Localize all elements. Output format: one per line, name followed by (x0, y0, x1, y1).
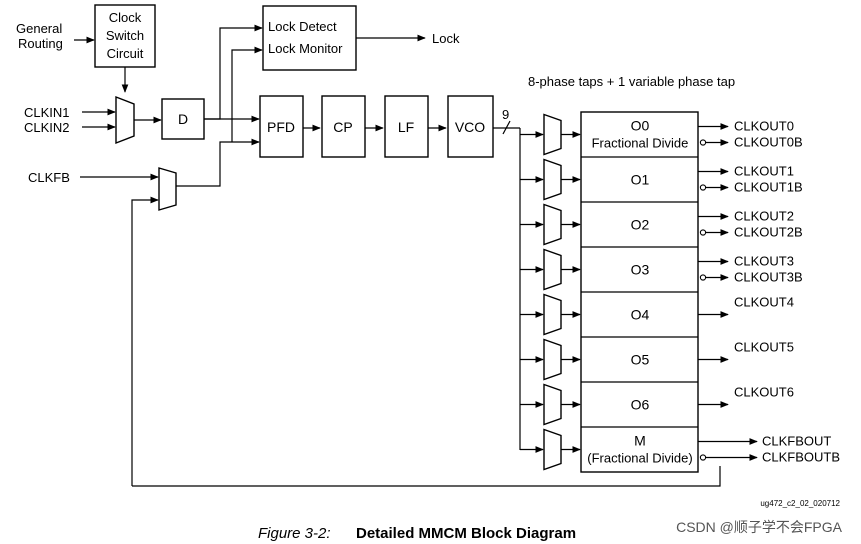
vco-block (447, 95, 494, 158)
inversion-bubble (699, 184, 707, 191)
figure-id: ug472_c2_02_020712 (760, 499, 840, 508)
inverted-clock-output-label: CLKOUT3B (734, 270, 803, 285)
lf-label: LF (398, 119, 414, 135)
phase-select-mux (543, 158, 562, 201)
watermark: CSDN @顺子学不会FPGA (676, 519, 843, 535)
feedback-to-lock-monitor-wire (231, 46, 263, 142)
clock-output-label: CLKOUT5 (734, 340, 794, 355)
divider-name: O2 (631, 217, 650, 233)
clock-output-label: CLKOUT3 (734, 254, 794, 269)
bus-slash (502, 120, 511, 135)
inversion-bubble (699, 229, 707, 236)
divider-name: O1 (631, 172, 650, 188)
divider-name: O6 (631, 397, 650, 413)
clock-switch-label-line2: Switch (106, 28, 144, 43)
cp-label: CP (333, 119, 352, 135)
inverted-clock-output-label: CLKFBOUTB (762, 450, 840, 465)
figure-number: Figure 3-2: (258, 525, 331, 542)
vco-label: VCO (455, 119, 485, 135)
clock-output-label: CLKOUT4 (734, 295, 794, 310)
divider-name: M (634, 433, 646, 449)
lf-block (384, 95, 429, 158)
clkfb-label: CLKFB (28, 170, 70, 185)
phase-select-mux (543, 248, 562, 291)
general-routing-label-line2: Routing (18, 36, 63, 51)
phase-select-mux (543, 293, 562, 336)
clkin1-label: CLKIN1 (24, 105, 70, 120)
general-routing-label-line1: General (16, 21, 62, 36)
inversion-bubble (699, 274, 707, 281)
inversion-bubble (699, 139, 707, 146)
divider-name: O3 (631, 262, 650, 278)
cp-block (321, 95, 366, 158)
clock-output-label: CLKFBOUT (762, 434, 831, 449)
feedback-into-mux-wire (131, 196, 159, 486)
clock-output-label: CLKOUT2 (734, 209, 794, 224)
phase-select-mux (543, 428, 562, 471)
inverted-clock-output-label: CLKOUT1B (734, 180, 803, 195)
d-divider-label: D (178, 111, 188, 127)
bus-width-label: 9 (502, 107, 509, 122)
clock-switch-label-line3: Circuit (107, 46, 144, 61)
inversion-bubble (699, 454, 707, 461)
figure-title: Detailed MMCM Block Diagram (356, 525, 576, 542)
tap-annotation: 8-phase taps + 1 variable phase tap (528, 74, 735, 89)
phase-select-mux (543, 383, 562, 426)
inverted-clock-output-label: CLKOUT2B (734, 225, 803, 240)
divider-name: O4 (631, 307, 650, 323)
divider-subtitle: Fractional Divide (592, 136, 689, 151)
d-to-lock-detect-wire (204, 24, 263, 120)
divider-subtitle: (Fractional Divide) (587, 451, 692, 466)
clock-output-label: CLKOUT1 (734, 164, 794, 179)
clkin2-label: CLKIN2 (24, 120, 70, 135)
feedback-to-pfd-wire (176, 138, 260, 187)
feedback-loop-wire (132, 466, 721, 487)
lock-output-label: Lock (432, 31, 460, 46)
phase-select-mux (543, 203, 562, 246)
lock-detect-label: Lock Detect (268, 19, 337, 34)
clock-switch-label-line1: Clock (109, 10, 142, 25)
feedback-mux (158, 167, 177, 211)
pfd-block (259, 95, 304, 158)
lock-detect-block (262, 5, 357, 71)
clock-output-label: CLKOUT6 (734, 385, 794, 400)
divider-name: O0 (631, 118, 650, 134)
lock-monitor-label: Lock Monitor (268, 41, 343, 56)
divider-name: O5 (631, 352, 650, 368)
clock-output-label: CLKOUT0 (734, 119, 794, 134)
phase-select-mux (543, 113, 562, 156)
pfd-label: PFD (267, 119, 295, 135)
phase-select-mux (543, 338, 562, 381)
input-mux (115, 95, 135, 145)
inverted-clock-output-label: CLKOUT0B (734, 135, 803, 150)
